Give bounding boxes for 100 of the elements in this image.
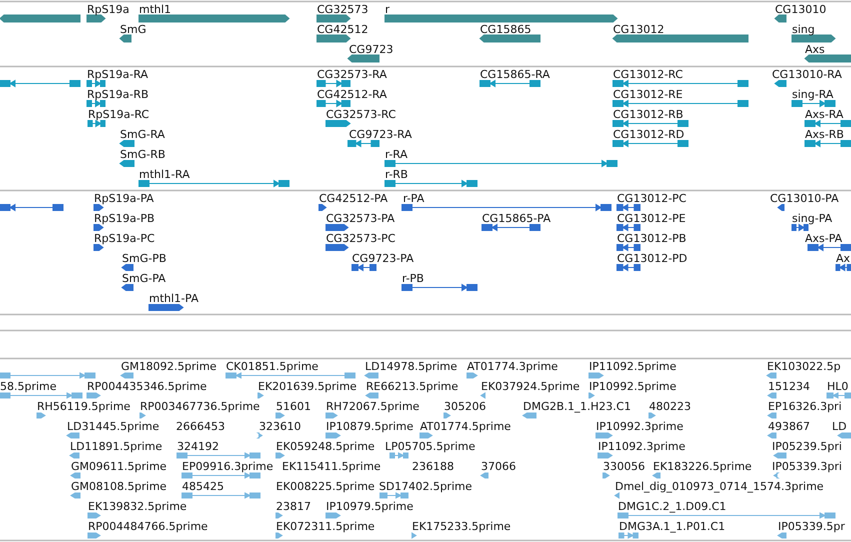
feature-label: mthl1-RA: [139, 168, 190, 181]
feature-label: CG13012-RE: [613, 88, 683, 101]
feature-label: SmG-RB: [120, 148, 166, 161]
feature-label: CG32573-RC: [326, 108, 396, 121]
feature-label: RpS19a: [87, 3, 130, 16]
feature-label: CK01851.5prime: [226, 360, 318, 373]
feature-label: CG13012-PE: [617, 212, 686, 225]
feature-label: RH72067.5prime: [326, 400, 420, 413]
feature-label: HL0: [827, 380, 848, 393]
feature-label: 330056: [603, 460, 645, 473]
feature-label: SmG-PB: [122, 252, 166, 265]
feature-label: CG13010: [775, 3, 826, 16]
feature-label: 151234: [768, 380, 810, 393]
feature-label: EK183226.5prime: [653, 460, 752, 473]
feature-label: Axs-RB: [805, 128, 844, 141]
feature-label: SmG-RA: [120, 128, 165, 141]
feature-label: sing: [792, 23, 815, 36]
feature-label: LD31445.5prime: [67, 420, 160, 433]
feature-label: 493867: [768, 420, 810, 433]
feature-label: CG13010-PA: [770, 192, 839, 205]
feature-label: r-RA: [385, 148, 408, 161]
feature-label: IP11092.5prime: [589, 360, 676, 373]
feature-label: 236188: [412, 460, 454, 473]
feature-label: 23817: [276, 500, 311, 513]
feature-label: IP10992.3prime: [596, 420, 684, 433]
feature-label: 480223: [649, 400, 691, 413]
feature-label: 2666453: [176, 420, 225, 433]
feature-label: RpS19a-RB: [87, 88, 149, 101]
feature-label: RH56119.5prime: [37, 400, 130, 413]
feature-label: Ax: [836, 252, 850, 265]
feature-label: EK175233.5prime: [412, 520, 511, 533]
feature-label: AT01774.5prime: [420, 420, 511, 433]
feature-label: RpS19a-PB: [94, 212, 154, 225]
feature-label: 37066: [481, 460, 516, 473]
feature-label: DMG3A.1_1.P01.C1: [619, 520, 726, 533]
feature-label: sing-RA: [792, 88, 834, 101]
feature-label: CG13012-PC: [617, 192, 686, 205]
feature-label: CG32573-PA: [326, 212, 395, 225]
feature-label: IP11092.3prime: [598, 440, 686, 453]
feature-label: RP004484766.5prime: [88, 520, 208, 533]
feature-label: EK139832.5prime: [88, 500, 187, 513]
feature-label: CG15865: [480, 23, 532, 36]
feature-label: CG13010-RA: [772, 68, 842, 81]
feature-label: RP004435346.5prime: [87, 380, 207, 393]
feature-label: sing-PA: [792, 212, 832, 225]
feature-label: CG32573: [317, 3, 368, 16]
feature-label: EK072311.5prime: [276, 520, 375, 533]
feature-label: mthl1-PA: [149, 292, 198, 305]
feature-label: CG9723-PA: [352, 252, 414, 265]
feature-label: RP003467736.5prime: [140, 400, 260, 413]
feature-label: DMG1C.2_1.D09.C1: [618, 500, 726, 513]
feature-label: r-PA: [403, 192, 424, 205]
feature-label: EK008225.5prime: [276, 480, 375, 493]
feature-label: EP09916.3prime: [182, 460, 274, 473]
feature-label: EK103022.5p: [767, 360, 841, 373]
feature-label: EK059248.5prime: [276, 440, 375, 453]
feature-label: IP10979.5prime: [326, 500, 414, 513]
feature-label: EK115411.5prime: [282, 460, 381, 473]
feature-label: SmG-PA: [122, 272, 166, 285]
feature-label: RpS19a-PC: [94, 232, 155, 245]
feature-label: DMG2B.1_1.H23.C1: [523, 400, 631, 413]
feature-label: CG13012-RC: [613, 68, 683, 81]
feature-label: IP05339.3pri: [772, 460, 842, 473]
feature-label: CG13012-RB: [613, 108, 684, 121]
feature-label: 485425: [182, 480, 224, 493]
feature-label: 323610: [259, 420, 301, 433]
feature-label: Axs-PA: [805, 232, 842, 245]
feature-label: SD17402.5prime: [379, 480, 472, 493]
feature-label: CG15865-PA: [482, 212, 551, 225]
feature-label: mthl1: [139, 3, 172, 16]
feature-label: CG9723-RA: [349, 128, 412, 141]
feature-label: CG42512-RA: [317, 88, 387, 101]
feature-label: SmG: [120, 23, 146, 36]
feature-label: CG15865-RA: [480, 68, 550, 81]
feature-label: GM09611.5prime: [71, 460, 167, 473]
feature-label: RpS19a-PA: [94, 192, 154, 205]
feature-label: RpS19a-RA: [87, 68, 148, 81]
feature-label: r-RB: [385, 168, 408, 181]
feature-label: RE66213.5prime: [366, 380, 458, 393]
feature-label: AT01774.3prime: [467, 360, 558, 373]
feature-label: CG13012-RD: [613, 128, 684, 141]
feature-label: GM18092.5prime: [121, 360, 217, 373]
feature-label: EP16326.3pri: [768, 400, 842, 413]
feature-label: 324192: [177, 440, 219, 453]
feature-label: IP05339.5pr: [778, 520, 845, 533]
feature-label: EK037924.5prime: [481, 380, 580, 393]
feature-label: r: [385, 3, 390, 16]
feature-label: CG42512: [317, 23, 368, 36]
feature-label: LD11891.5prime: [70, 440, 162, 453]
feature-label: 58.5prime: [0, 380, 57, 393]
feature-label: CG13012: [613, 23, 664, 36]
feature-label: GM08108.5prime: [71, 480, 167, 493]
feature-label: CG32573-PC: [326, 232, 396, 245]
feature-label: Axs-RA: [805, 108, 844, 121]
feature-label: CG13012-PD: [617, 252, 688, 265]
feature-label: CG13012-PB: [617, 232, 686, 245]
feature-label: 51601: [276, 400, 311, 413]
feature-label: LP05705.5prime: [385, 440, 476, 453]
feature-label: CG42512-PA: [319, 192, 388, 205]
feature-label: 305206: [444, 400, 486, 413]
